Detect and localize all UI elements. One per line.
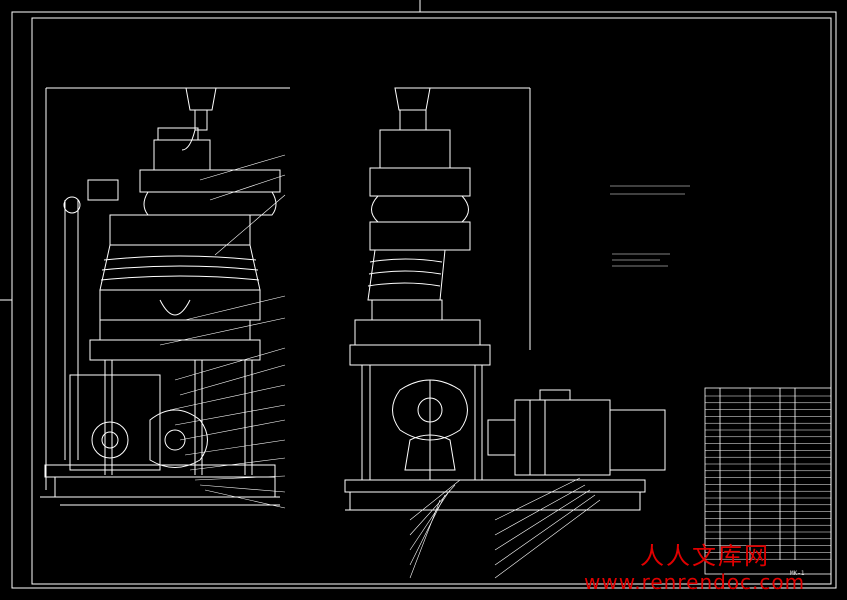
notes-block [610, 185, 690, 267]
watermark-url: www.renrendoc.com [584, 570, 806, 594]
drawing-number: MK-1 [790, 570, 805, 577]
title-block-rows [705, 395, 831, 560]
inner-border [31, 17, 832, 585]
title-block [704, 387, 832, 575]
right-view [344, 87, 666, 511]
left-leaders [159, 154, 286, 509]
watermark-cn: 人人文库网 [640, 542, 770, 570]
left-view [40, 87, 290, 506]
right-leaders [409, 477, 601, 579]
